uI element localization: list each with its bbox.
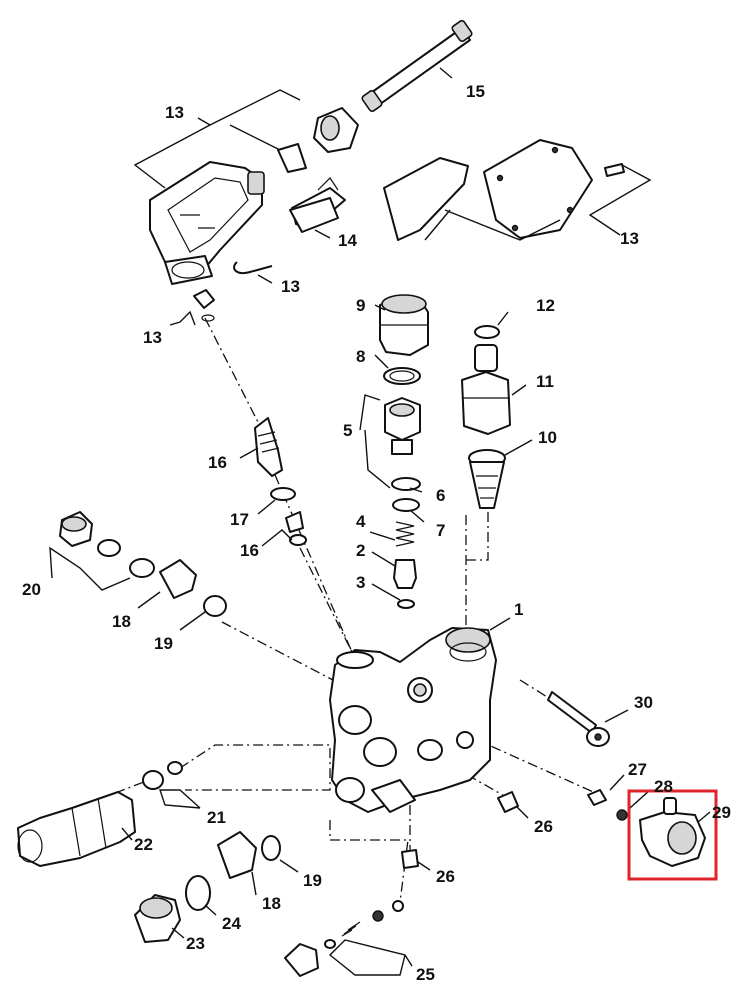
- leader-lines: [49, 67, 711, 976]
- callout-4: 4: [356, 512, 366, 531]
- callout-1: 1: [514, 600, 523, 619]
- left-fittings: [59, 511, 227, 617]
- callout-13-clip: 13: [281, 277, 300, 296]
- callout-7: 7: [436, 521, 445, 540]
- callout-18-top: 18: [112, 612, 131, 631]
- callout-5: 5: [343, 421, 352, 440]
- callout-labels: 15 13 14 13 13 13 9 12 8 11 5 10 16 6 17…: [22, 82, 731, 984]
- callout-20: 20: [22, 580, 41, 599]
- callout-13-left: 13: [143, 328, 162, 347]
- callout-21: 21: [207, 808, 226, 827]
- callout-26-right: 26: [534, 817, 553, 836]
- highlight-box-part-29: [627, 789, 718, 881]
- callout-27: 27: [628, 760, 647, 779]
- callout-23: 23: [186, 934, 205, 953]
- callout-15: 15: [466, 82, 485, 101]
- part-14-switch: [289, 197, 339, 233]
- part-16-17-fittings: [254, 417, 307, 546]
- callout-2: 2: [356, 541, 365, 560]
- callout-14: 14: [338, 231, 357, 250]
- callout-16-bottom: 16: [240, 541, 259, 560]
- valve-stack: [379, 294, 429, 609]
- part-1-manifold: [329, 627, 497, 813]
- callout-26-bottom: 26: [436, 867, 455, 886]
- part-29-elbow: [639, 797, 706, 867]
- right-small-parts: [401, 789, 628, 869]
- part-13-head-assembly: [149, 107, 625, 322]
- callout-12: 12: [536, 296, 555, 315]
- callout-11: 11: [536, 372, 554, 391]
- callout-18-bottom: 18: [262, 894, 281, 913]
- callout-22: 22: [134, 835, 153, 854]
- lower-parts: [17, 761, 404, 977]
- callout-28: 28: [654, 777, 673, 796]
- callout-6: 6: [436, 486, 445, 505]
- inlet-parts: [461, 325, 511, 509]
- callout-24: 24: [222, 914, 241, 933]
- part-30-bolt: [547, 691, 610, 747]
- part-15-rod: [361, 19, 473, 113]
- callout-13-right: 13: [620, 229, 639, 248]
- callout-10: 10: [538, 428, 557, 447]
- callout-16-top: 16: [208, 453, 227, 472]
- callout-17: 17: [230, 510, 249, 529]
- assembly-lines: [109, 317, 601, 903]
- callout-13-top: 13: [165, 103, 184, 122]
- callout-8: 8: [356, 347, 365, 366]
- callout-19-top: 19: [154, 634, 173, 653]
- callout-30: 30: [634, 693, 653, 712]
- callout-9: 9: [356, 296, 365, 315]
- callout-29: 29: [712, 803, 731, 822]
- callout-19-bottom: 19: [303, 871, 322, 890]
- callout-3: 3: [356, 573, 365, 592]
- callout-25: 25: [416, 965, 435, 984]
